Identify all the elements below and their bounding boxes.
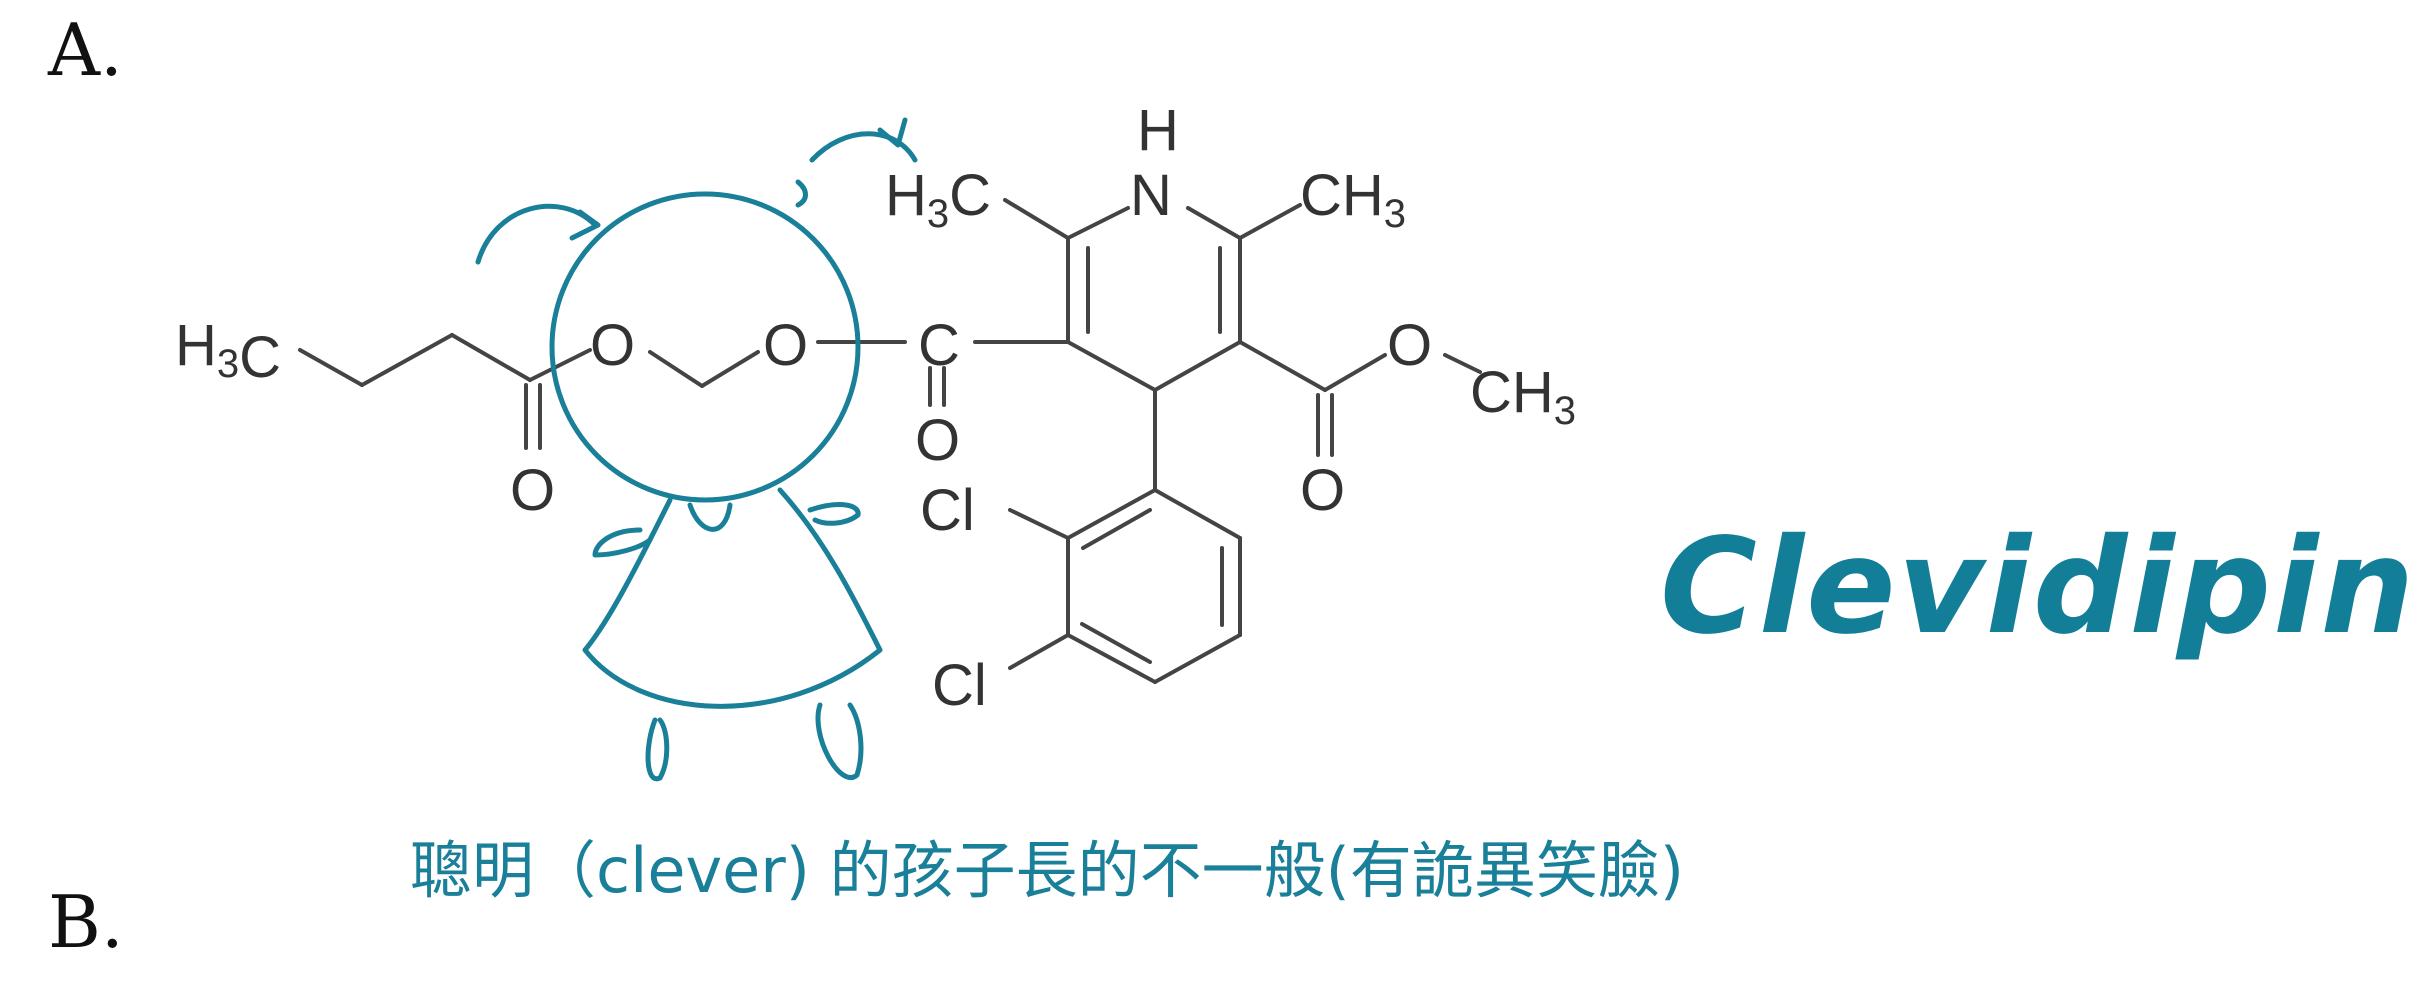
atom-o1: O — [590, 313, 635, 378]
atom-h3c-ring: H3C — [885, 163, 991, 236]
doodle-left-leg — [645, 717, 670, 782]
atom-c-central: C — [918, 313, 960, 378]
doodle-dress — [582, 487, 883, 709]
bond-lines — [298, 198, 1482, 684]
doodle-left-arrowhead — [569, 209, 601, 241]
doodle-figure — [475, 117, 918, 782]
caption: 聰明（clever) 的孩子長的不一般(有詭異笑臉) — [410, 834, 1685, 907]
doodle-smile — [687, 502, 733, 532]
atom-ester-o: O — [1387, 313, 1432, 378]
doodle-right-arrowhead — [877, 117, 908, 148]
atom-o2: O — [763, 313, 808, 378]
handwritten-drug-name: Clevidipine — [1660, 510, 2421, 664]
label-a: A. — [48, 8, 123, 92]
atom-nh-h: H — [1137, 98, 1179, 163]
doodle-right-leg — [815, 702, 864, 780]
atom-ch3-ring: CH3 — [1300, 163, 1406, 236]
atom-carbonyl-o-right: O — [1300, 458, 1345, 523]
doodle-head — [549, 191, 861, 503]
doodle-left-arm — [592, 527, 653, 558]
label-b: B. — [48, 880, 124, 964]
doodle-right-arm — [807, 502, 861, 526]
atom-cl-bottom: Cl — [932, 653, 987, 718]
atom-h3c-left: H3C — [175, 313, 281, 390]
atom-cl-top: Cl — [920, 478, 975, 543]
atom-ch3-ester: CH3 — [1470, 360, 1576, 433]
atom-carbonyl-o-central: O — [915, 408, 960, 473]
doodle-right-arc-arrow — [809, 131, 918, 163]
doodle-right-curl — [795, 179, 808, 208]
atom-carbonyl-o-left: O — [510, 458, 555, 523]
atom-nh-n: N — [1130, 163, 1172, 228]
